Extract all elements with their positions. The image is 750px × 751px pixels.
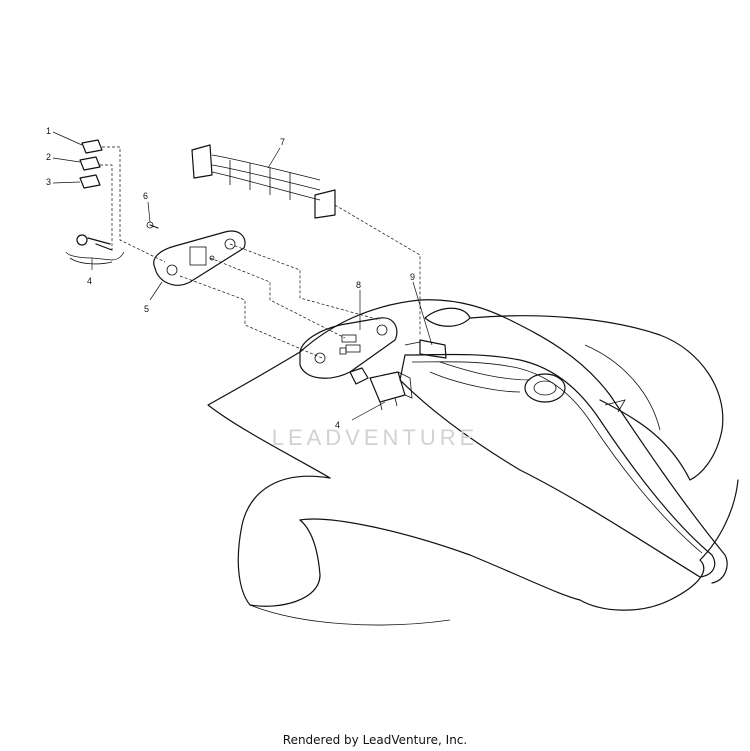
callout-3: 3 xyxy=(46,177,51,187)
callout-numbers: 1 2 3 4 5 6 7 8 9 4 xyxy=(46,126,415,430)
exploded-parts xyxy=(69,139,421,359)
callout-8: 8 xyxy=(356,280,361,290)
callout-6: 6 xyxy=(143,191,148,201)
callout-2: 2 xyxy=(46,152,51,162)
watermark: LEADVENTURE xyxy=(272,425,479,450)
callout-7: 7 xyxy=(280,137,285,147)
render-credit: Rendered by LeadVenture, Inc. xyxy=(282,733,468,747)
callout-4-switch: 4 xyxy=(335,420,340,430)
callout-4-key: 4 xyxy=(87,276,92,286)
callout-5: 5 xyxy=(144,304,149,314)
callout-1: 1 xyxy=(46,126,51,136)
callout-9: 9 xyxy=(410,272,415,282)
rear-fender xyxy=(207,299,739,626)
callout-leaders xyxy=(52,131,433,421)
